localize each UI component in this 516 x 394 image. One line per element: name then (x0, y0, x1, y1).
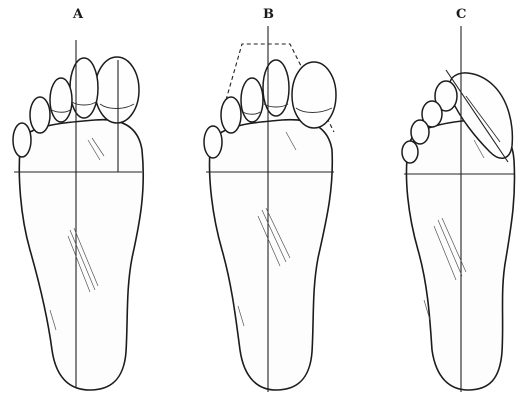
foot-b-sole (210, 120, 333, 390)
foot-c-fourth-toe (411, 120, 429, 144)
foot-a-big-toe (95, 57, 139, 123)
foot-a-third-toe (50, 78, 72, 122)
foot-a-fourth-toe (30, 97, 50, 133)
foot-b-third-toe (241, 78, 263, 122)
foot-c (402, 26, 515, 392)
foot-a-little-toe (13, 123, 31, 157)
foot-b-little-toe (204, 126, 222, 158)
foot-b-big-toe (292, 62, 336, 128)
foot-b (204, 26, 336, 392)
foot-b-second-toe (263, 60, 289, 116)
foot-c-little-toe (402, 141, 418, 163)
foot-a-sole (19, 120, 143, 390)
foot-a (13, 40, 143, 390)
foot-a-second-toe (70, 58, 98, 118)
foot-b-fourth-toe (221, 97, 241, 133)
